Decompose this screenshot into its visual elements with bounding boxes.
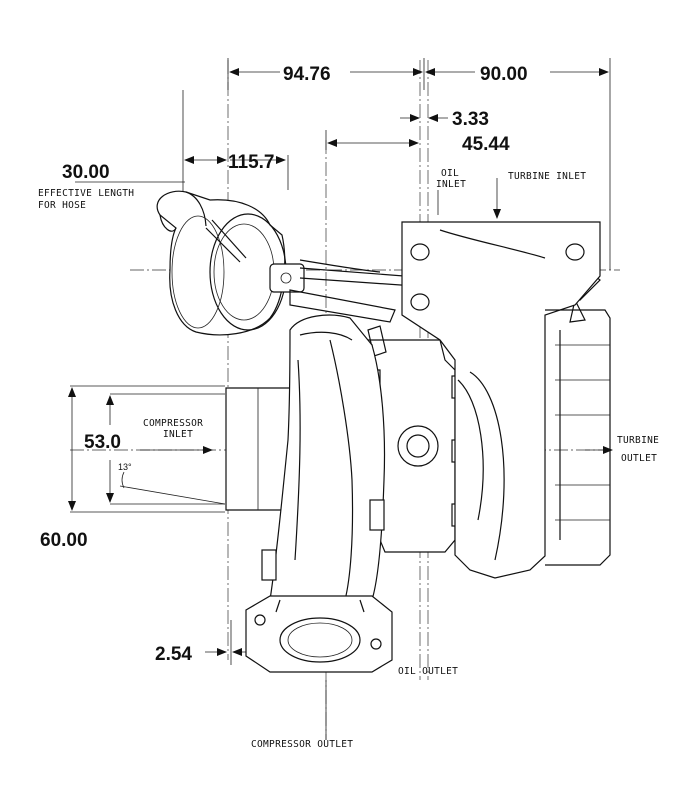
label-turbine-inlet: TURBINE INLET: [508, 171, 586, 182]
label-for-hose: FOR HOSE: [38, 200, 86, 211]
compressor-housing: [225, 314, 393, 673]
dimension-115-7: 115.7: [228, 152, 275, 173]
label-oil-inlet-1: OIL: [441, 168, 459, 179]
dimension-2-54: 2.54: [155, 644, 192, 665]
dimension-3-33: 3.33: [452, 109, 489, 130]
label-oil-outlet: OIL OUTLET: [398, 666, 458, 677]
label-compressor-inlet-1: COMPRESSOR: [143, 418, 203, 429]
dimension-90-00: 90.00: [480, 64, 528, 85]
dimension-53-0: 53.0: [84, 432, 121, 453]
dimension-94-76: 94.76: [283, 64, 331, 85]
label-turbine-outlet-2: OUTLET: [621, 453, 657, 464]
label-effective-length: EFFECTIVE LENGTH: [38, 188, 134, 199]
wastegate-actuator: [156, 190, 305, 336]
dimension-60-00: 60.00: [40, 530, 88, 551]
angle-13-deg: 13°: [118, 462, 132, 472]
turbine-housing: [401, 221, 611, 579]
label-turbine-outlet-1: TURBINE: [617, 435, 659, 446]
dimension-45-44: 45.44: [462, 134, 510, 155]
dimension-lines: [68, 58, 613, 740]
label-compressor-inlet-2: INLET: [163, 429, 193, 440]
label-compressor-outlet: COMPRESSOR OUTLET: [251, 739, 353, 750]
label-oil-inlet-2: INLET: [436, 179, 466, 190]
dimension-30-00: 30.00: [62, 162, 110, 183]
